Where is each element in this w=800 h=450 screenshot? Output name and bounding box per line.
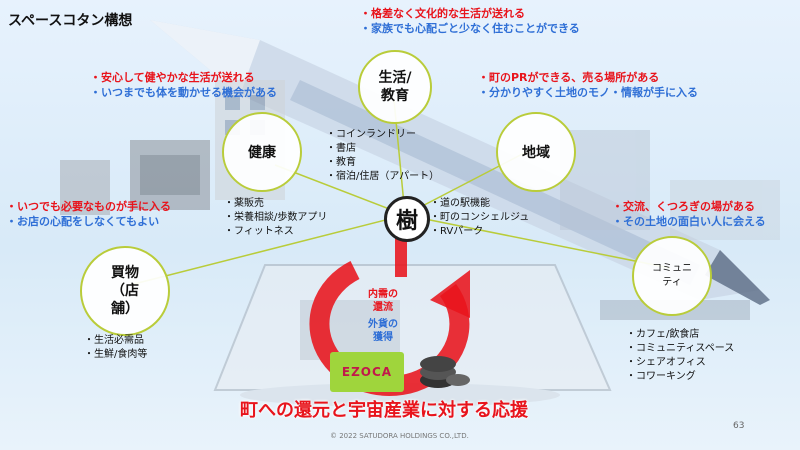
list-community: カフェ/飲食店 コミュニティスペース シェアオフィス コワーキング xyxy=(626,328,734,384)
note-health-line1: ・安心して健やかな生活が送れる xyxy=(90,71,255,84)
note-shopping-line2: ・お店の心配をしなくてもよい xyxy=(6,215,160,228)
list-item: コインランドリー xyxy=(326,128,439,142)
company-logo: 樹 xyxy=(384,196,430,242)
note-region-line1: ・町のPRができる、売る場所がある xyxy=(478,71,660,84)
list-item: シェアオフィス xyxy=(626,356,734,370)
note-shopping-line1: ・いつでも必要なものが手に入る xyxy=(6,200,171,213)
list-item: コミュニティスペース xyxy=(626,342,734,356)
slogan: 町への還元と宇宙産業に対する応援 xyxy=(240,400,528,421)
circle-community: コミュニ ティ xyxy=(632,236,712,316)
note-region: ・町のPRができる、売る場所がある ・分かりやすく土地のモノ・情報が手に入る xyxy=(478,70,698,100)
note-life-line1: ・格差なく文化的な生活が送れる xyxy=(360,7,525,20)
ezoca-card: EZOCA xyxy=(330,352,404,392)
copyright: © 2022 SATUDORA HOLDINGS CO.,LTD. xyxy=(330,432,469,440)
note-community-line1: ・交流、くつろぎの場がある xyxy=(612,200,755,213)
note-life-line2: ・家族でも心配ごと少なく住むことができる xyxy=(360,22,580,35)
cycle-label-internal: 内需の 還流 xyxy=(368,289,398,313)
cycle-label-external: 外貨の 獲得 xyxy=(368,319,398,343)
list-item: 教育 xyxy=(326,156,439,170)
circle-shopping: 買物 （店 舗） xyxy=(80,246,170,336)
list-item: 道の駅機能 xyxy=(430,197,529,211)
note-region-line2: ・分かりやすく土地のモノ・情報が手に入る xyxy=(478,86,698,99)
note-community-line2: ・その土地の面白い人に会える xyxy=(612,215,766,228)
list-item: 薬販売 xyxy=(224,197,327,211)
page-title: スペースコタン構想 xyxy=(8,13,133,29)
circle-region: 地域 xyxy=(496,112,576,192)
list-item: 宿泊/住居（アパート） xyxy=(326,170,439,184)
list-item: 生鮮/食肉等 xyxy=(84,348,147,362)
note-health: ・安心して健やかな生活が送れる ・いつまでも体を動かせる機会がある xyxy=(90,70,277,100)
circle-health: 健康 xyxy=(222,112,302,192)
note-health-line2: ・いつまでも体を動かせる機会がある xyxy=(90,86,277,99)
list-item: 書店 xyxy=(326,142,439,156)
list-item: 栄養相談/歩数アプリ xyxy=(224,211,327,225)
list-item: カフェ/飲食店 xyxy=(626,328,734,342)
note-shopping: ・いつでも必要なものが手に入る ・お店の心配をしなくてもよい xyxy=(6,199,171,229)
list-life: コインランドリー 書店 教育 宿泊/住居（アパート） xyxy=(326,128,439,184)
list-shopping: 生活必需品 生鮮/食肉等 xyxy=(84,334,147,362)
list-item: 町のコンシェルジュ xyxy=(430,211,529,225)
list-item: コワーキング xyxy=(626,370,734,384)
note-life: ・格差なく文化的な生活が送れる ・家族でも心配ごと少なく住むことができる xyxy=(360,6,580,36)
list-region: 道の駅機能 町のコンシェルジュ RVパーク xyxy=(430,197,529,239)
list-item: フィットネス xyxy=(224,225,327,239)
list-item: 生活必需品 xyxy=(84,334,147,348)
list-health: 薬販売 栄養相談/歩数アプリ フィットネス xyxy=(224,197,327,239)
note-community: ・交流、くつろぎの場がある ・その土地の面白い人に会える xyxy=(612,199,766,229)
page-number: 63 xyxy=(733,421,745,431)
list-item: RVパーク xyxy=(430,225,529,239)
coins-illustration xyxy=(420,356,470,388)
circle-life-education: 生活/ 教育 xyxy=(358,50,432,124)
